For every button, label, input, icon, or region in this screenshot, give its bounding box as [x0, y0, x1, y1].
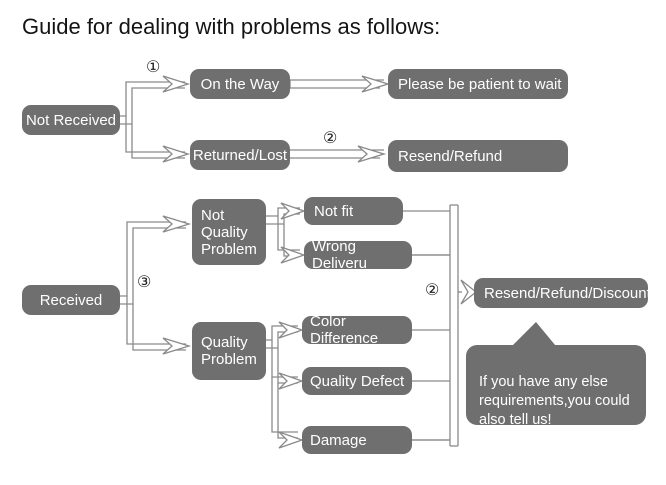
node-label: Color Difference	[310, 313, 379, 347]
node-label: Wrong Deliveru	[312, 238, 368, 272]
node-resend-refund[interactable]: Resend/Refund	[388, 140, 568, 172]
node-label: Not fit	[314, 202, 354, 220]
node-label: Quality Problem	[201, 334, 257, 368]
node-on-the-way[interactable]: On the Way	[190, 69, 290, 99]
node-quality-defect[interactable]: Quality Defect	[302, 367, 412, 395]
node-damage[interactable]: Damage	[302, 426, 412, 454]
node-not-fit[interactable]: Not fit	[304, 197, 403, 225]
node-not-received[interactable]: Not Received	[22, 105, 120, 135]
node-label: Not Received	[25, 111, 117, 129]
page-title: Guide for dealing with problems as follo…	[22, 14, 441, 39]
node-resend-refund-discount[interactable]: Resend/Refund/Discount	[474, 278, 651, 308]
node-label: Resend/Refund/Discount	[484, 284, 651, 302]
node-please-be-patient-to-wait[interactable]: Please be patient to wait	[388, 69, 568, 99]
node-label: On the Way	[200, 75, 280, 93]
node-label: Not Quality Problem	[201, 206, 257, 258]
marker-three: ③	[137, 274, 152, 291]
node-label: Quality Defect	[310, 372, 405, 390]
node-label: Damage	[310, 431, 367, 449]
node-label: Received	[39, 291, 103, 309]
marker-one: ①	[146, 59, 161, 76]
node-label: Please be patient to wait	[398, 75, 562, 93]
node-returned-lost[interactable]: Returned/Lost	[190, 140, 290, 170]
node-not-quality-problem[interactable]: Not Quality Problem	[192, 199, 266, 265]
note-text: If you have any else requirements,you co…	[479, 374, 630, 428]
marker-two-top: ②	[323, 130, 338, 147]
marker-two-bottom: ②	[425, 282, 440, 299]
node-wrong-deliveru[interactable]: Wrong Deliveru	[304, 238, 412, 272]
note-bubble: If you have any else requirements,you co…	[466, 345, 646, 428]
node-quality-problem[interactable]: Quality Problem	[192, 322, 266, 380]
node-received[interactable]: Received	[22, 285, 120, 315]
node-label: Returned/Lost	[192, 146, 288, 164]
node-label: Resend/Refund	[398, 147, 503, 165]
node-color-difference[interactable]: Color Difference	[302, 313, 412, 347]
